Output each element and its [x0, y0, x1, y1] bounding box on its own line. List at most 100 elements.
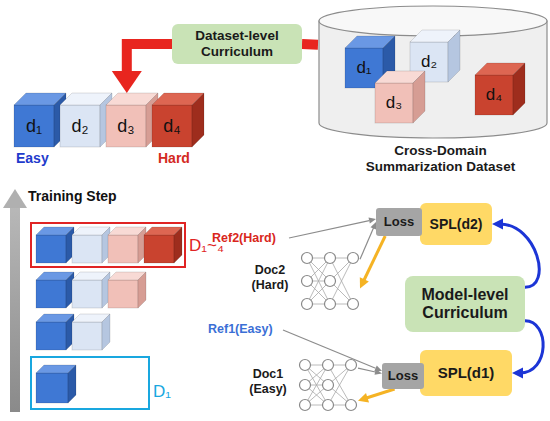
network-neuron: [346, 400, 357, 411]
network-neuron: [323, 400, 334, 411]
network-neuron: [325, 276, 336, 287]
cube-front: [36, 280, 66, 308]
cube-shape: [72, 272, 110, 308]
connector: [360, 236, 385, 288]
network-neuron: [323, 360, 334, 371]
network-neuron: [348, 299, 359, 310]
network-neuron: [325, 253, 336, 264]
cube-label: d₄: [152, 105, 192, 147]
cube-label: d₄: [475, 75, 513, 115]
network-drawing: [300, 250, 360, 312]
connector: [360, 222, 376, 259]
cube-label: d₁: [14, 105, 54, 147]
cube-side: [138, 272, 146, 308]
dataset-cylinder: Cross-Domain Summarization Datasetd₁d₂d₃…: [318, 3, 548, 140]
cube-shape: [36, 314, 74, 350]
network-neuron: [302, 299, 313, 310]
cube-front: [72, 322, 102, 350]
cube-front: [36, 373, 68, 403]
network-drawing: [298, 357, 358, 413]
cube-front: [475, 75, 513, 115]
arrow-head: [512, 368, 523, 379]
cube-front: [106, 105, 146, 147]
loss-box: Loss: [382, 363, 424, 389]
subset-label: D₁: [153, 382, 171, 402]
box-label: Loss: [385, 369, 421, 384]
cube-shape: [144, 227, 182, 263]
curriculum-box: Dataset-level Curriculum: [172, 24, 302, 64]
cube-front: [108, 280, 138, 308]
box-label: Loss: [381, 215, 417, 230]
arrow-head: [112, 71, 142, 93]
curriculum-box: Model-level Curriculum: [405, 276, 525, 332]
cube-shape: [152, 93, 204, 147]
cube-shape: [36, 365, 76, 403]
neural-network: Doc2 (Hard): [300, 250, 360, 312]
dataset-caption: Cross-Domain Summarization Dataset: [353, 143, 528, 175]
training-step-arrow-head: [3, 189, 27, 208]
cube-stack: [32, 224, 184, 266]
cube-front: [72, 235, 102, 263]
connector-line: [127, 44, 172, 75]
cube-label: d₃: [106, 105, 146, 147]
box-label: SPL(d1): [435, 364, 498, 381]
arrow-head: [492, 219, 503, 230]
connector-line: [302, 39, 318, 50]
data-cube: d₄: [475, 63, 525, 115]
cube-shape: [72, 314, 110, 350]
cube-front: [60, 105, 100, 147]
training-step-arrow-shaft: [10, 206, 20, 412]
data-cube: d₃: [106, 93, 158, 147]
box-label: SPL(d2): [427, 216, 486, 232]
network-neuron: [300, 400, 311, 411]
cube-shape: [14, 93, 66, 147]
network-neuron: [300, 360, 311, 371]
spl-box: SPL(d2): [420, 203, 492, 245]
cube-front: [152, 105, 192, 147]
arrow-head: [360, 277, 369, 288]
difficulty-label: Hard: [158, 150, 190, 166]
document-label: Doc2 (Hard): [244, 263, 296, 293]
cube-shape: [108, 272, 146, 308]
cube-side: [102, 314, 110, 350]
cube-side: [448, 30, 460, 82]
box-label: Dataset-level Curriculum: [172, 28, 302, 59]
cube-side: [192, 93, 204, 147]
cube-front: [72, 280, 102, 308]
cube-stack: [32, 358, 148, 408]
cube-front: [375, 83, 413, 123]
cube-front: [36, 235, 66, 263]
network-neuron: [325, 299, 336, 310]
connector: [358, 368, 382, 375]
network-neuron: [302, 276, 313, 287]
axis-label: Training Step: [28, 188, 117, 204]
cube-label: d₃: [375, 83, 413, 123]
data-cube: d₂: [60, 93, 112, 147]
connector-line: [366, 389, 395, 398]
document-label: Doc1 (Easy): [242, 367, 294, 397]
neural-network: Doc1 (Easy): [298, 357, 358, 413]
reference-label: Ref1(Easy): [208, 322, 273, 336]
cube-side: [413, 71, 425, 123]
reference-leader-line: [289, 221, 369, 238]
cube-front: [144, 235, 174, 263]
cube-side: [513, 63, 525, 115]
subset-frame: D₁: [30, 356, 150, 410]
reference-label: Ref2(Hard): [212, 231, 276, 245]
cube-label: d₂: [60, 105, 100, 147]
network-neuron: [323, 380, 334, 391]
loss-box: Loss: [376, 208, 422, 236]
connector-line: [358, 368, 377, 372]
cube-side: [68, 365, 76, 403]
connector: [358, 389, 395, 402]
cube-shape: [108, 227, 146, 263]
data-cube: d₃: [375, 71, 425, 123]
spl-box: SPL(d1): [420, 350, 512, 396]
cube-shape: [72, 227, 110, 263]
network-neuron: [346, 360, 357, 371]
reference-arrow-head: [369, 218, 377, 224]
cube-front: [14, 105, 54, 147]
subset-frame: D₁~₄: [30, 222, 186, 268]
difficulty-label: Easy: [16, 150, 49, 166]
cube-shape: [475, 63, 525, 115]
